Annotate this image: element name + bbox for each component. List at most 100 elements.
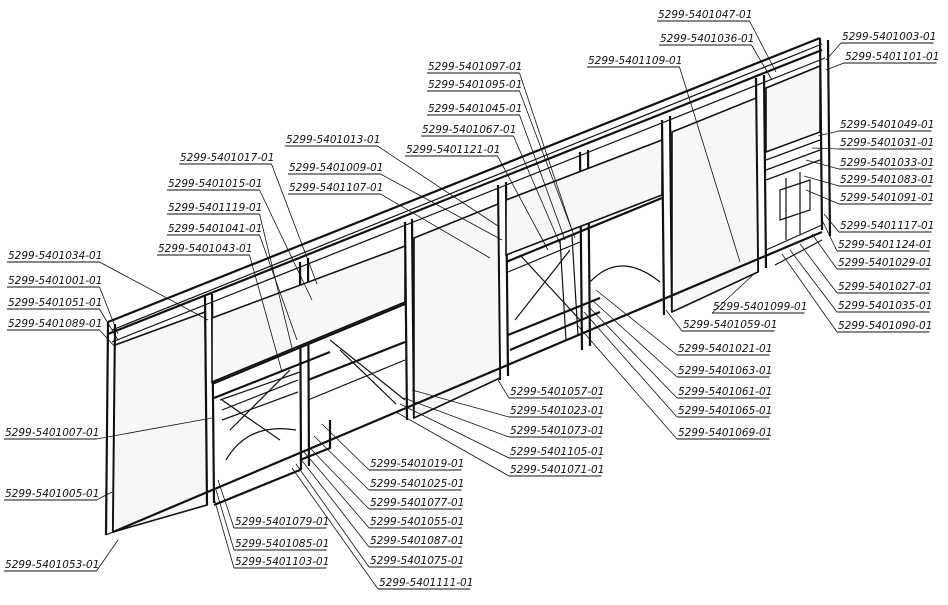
part-label: 5299-5401034-01 (8, 250, 102, 262)
leader-line (249, 254, 283, 373)
part-label: 5299-5401071-01 (510, 464, 604, 476)
leader-line (217, 479, 235, 529)
leader-line (825, 62, 845, 71)
leader-line (811, 147, 840, 150)
part-label: 5299-5401111-01 (379, 577, 473, 589)
part-label: 5299-5401091-01 (840, 192, 934, 204)
part-label: 5299-5401105-01 (510, 446, 604, 458)
leader-line (313, 435, 370, 491)
leader-line (99, 286, 119, 335)
part-label: 5299-5401027-01 (838, 281, 932, 293)
leader-line (259, 234, 298, 341)
leader-line (711, 273, 755, 314)
part-label: 5299-5401013-01 (286, 134, 380, 146)
part-label: 5299-5401061-01 (678, 386, 772, 398)
leader-line (395, 411, 510, 477)
leader-line (789, 249, 838, 313)
part-label: 5299-5401045-01 (428, 103, 522, 115)
leader-line (805, 189, 840, 205)
part-label: 5299-5401109-01 (588, 55, 682, 67)
leader-line (377, 145, 499, 227)
leader-line (587, 305, 678, 399)
leader-line (99, 329, 117, 349)
part-label: 5299-5401117-01 (840, 220, 934, 232)
leader-line (577, 325, 678, 440)
leader-line (399, 403, 510, 459)
leader-line (307, 445, 370, 510)
part-label: 5299-5401041-01 (168, 223, 262, 235)
leader-line (299, 457, 370, 548)
part-label: 5299-5401073-01 (510, 425, 604, 437)
part-label: 5299-5401063-01 (678, 365, 772, 377)
part-label: 5299-5401009-01 (289, 162, 383, 174)
part-label: 5299-5401001-01 (8, 275, 102, 287)
part-label: 5299-5401097-01 (428, 61, 522, 73)
leader-line (595, 289, 678, 356)
part-label: 5299-5401107-01 (289, 182, 383, 194)
part-label: 5299-5401025-01 (370, 478, 464, 490)
part-label: 5299-5401033-01 (840, 157, 934, 169)
part-label: 5299-5401047-01 (658, 9, 752, 21)
leader-line (665, 309, 683, 332)
part-label: 5299-5401069-01 (678, 427, 772, 439)
part-label: 5299-5401121-01 (406, 144, 500, 156)
leader-line (411, 389, 510, 418)
part-label: 5299-5401059-01 (683, 319, 777, 331)
leader-line (817, 130, 840, 137)
leader-line (811, 233, 838, 270)
part-number-labels: 5299-5401047-01 5299-5401036-01 5299-54010… (5, 9, 939, 589)
part-label: 5299-5401090-01 (838, 320, 932, 332)
part-label: 5299-5401124-01 (838, 239, 932, 251)
part-label: 5299-5401099-01 (713, 301, 807, 313)
part-label: 5299-5401035-01 (838, 300, 932, 312)
part-label: 5299-5401005-01 (5, 488, 99, 500)
leader-line (513, 135, 561, 245)
part-label: 5299-5401101-01 (845, 51, 939, 63)
leader-lines (4, 20, 937, 590)
leader-line (291, 467, 379, 590)
part-label: 5299-5401031-01 (840, 137, 934, 149)
leader-line (271, 163, 318, 285)
part-label: 5299-5401057-01 (510, 386, 604, 398)
part-label: 5299-5401119-01 (168, 202, 262, 214)
frame-structure (104, 36, 832, 536)
leader-line (583, 311, 678, 418)
part-label: 5299-5401077-01 (370, 497, 464, 509)
leader-line (99, 261, 209, 321)
leader-line (799, 243, 838, 294)
part-label: 5299-5401051-01 (8, 297, 102, 309)
part-label: 5299-5401029-01 (838, 257, 932, 269)
leader-line (259, 189, 313, 301)
part-label: 5299-5401049-01 (840, 119, 934, 131)
part-label: 5299-5401103-01 (235, 556, 329, 568)
leader-line (825, 42, 842, 61)
part-label: 5299-5401083-01 (840, 174, 934, 186)
leader-line (679, 66, 741, 263)
part-label: 5299-5401095-01 (428, 79, 522, 91)
leader-line (519, 90, 576, 239)
part-label: 5299-5401017-01 (180, 152, 274, 164)
leader-line (96, 417, 213, 440)
part-label: 5299-5401003-01 (842, 31, 936, 43)
part-label: 5299-5401019-01 (370, 458, 464, 470)
part-label: 5299-5401075-01 (370, 555, 464, 567)
leader-line (380, 193, 491, 259)
leader-line (591, 299, 678, 378)
leader-line (803, 175, 840, 187)
leader-line (497, 155, 549, 251)
part-label: 5299-5401085-01 (235, 538, 329, 550)
leader-line (215, 489, 235, 551)
leader-line (823, 213, 840, 233)
part-label: 5299-5401065-01 (678, 405, 772, 417)
leader-line (380, 173, 503, 241)
leader-line (295, 463, 370, 568)
leader-line (497, 379, 510, 399)
leader-line (213, 497, 235, 569)
leader-line (321, 423, 370, 471)
part-label: 5299-5401036-01 (660, 33, 754, 45)
part-label: 5299-5401021-01 (678, 343, 772, 355)
part-label: 5299-5401055-01 (370, 516, 464, 528)
part-label: 5299-5401015-01 (168, 178, 262, 190)
leader-line (303, 451, 370, 529)
